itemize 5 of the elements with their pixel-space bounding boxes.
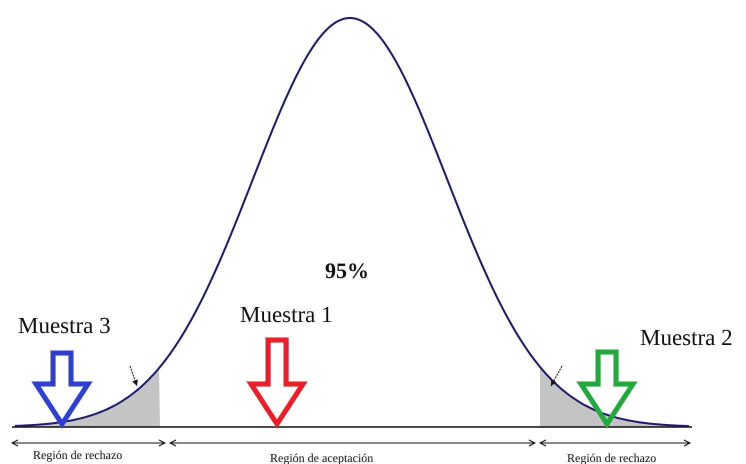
- region-label: Región de rechazo: [33, 449, 122, 461]
- sample-label: Muestra 1: [240, 303, 333, 326]
- sample-label: Muestra 3: [18, 314, 111, 337]
- sample-label: Muestra 2: [640, 326, 733, 349]
- percentage-label: 95%: [325, 260, 369, 282]
